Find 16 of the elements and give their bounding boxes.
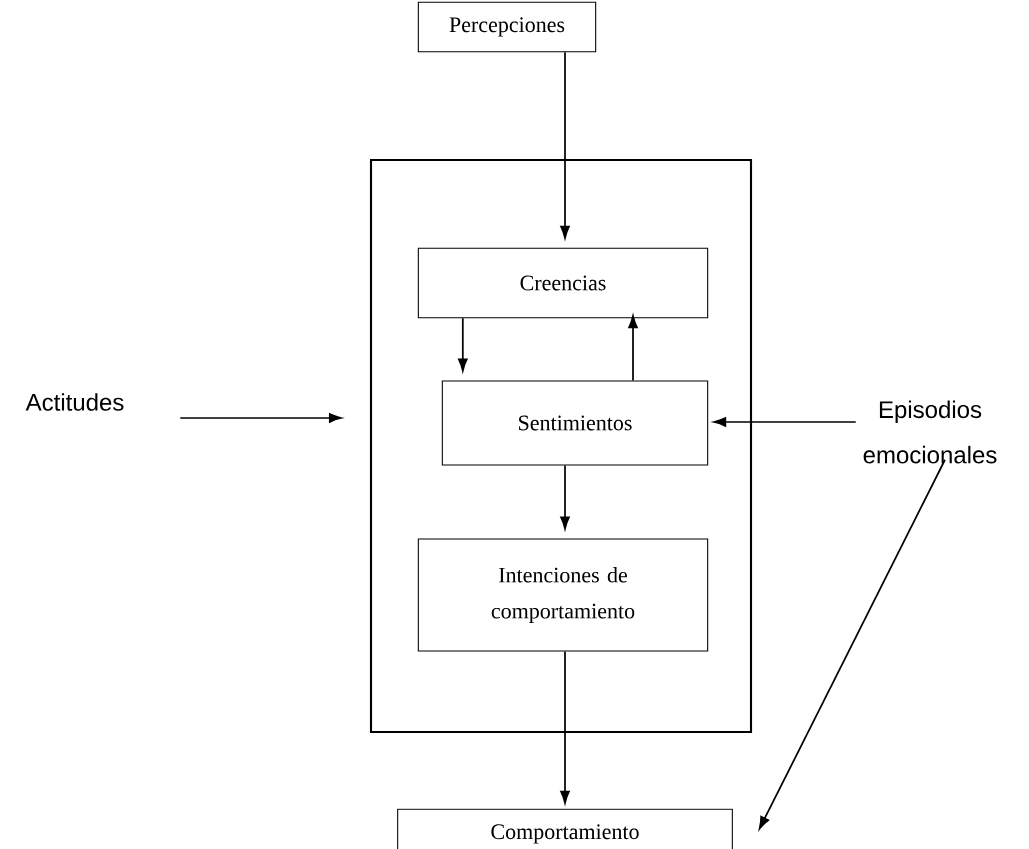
frame-box xyxy=(369,158,753,734)
process-box: Creencias xyxy=(417,247,709,319)
arrow xyxy=(458,317,468,372)
process-box: Sentimientos xyxy=(441,380,709,466)
arrow xyxy=(628,315,638,382)
arrow xyxy=(713,417,857,427)
arrow xyxy=(560,650,570,804)
arrow xyxy=(758,458,946,830)
text-label: Actitudes xyxy=(25,393,124,411)
arrow xyxy=(179,413,342,423)
arrow xyxy=(560,464,570,530)
process-box: Percepciones xyxy=(417,1,597,53)
process-box: Comportamiento xyxy=(397,808,733,849)
text-label: Episodios emocionales xyxy=(863,400,997,464)
arrow xyxy=(560,51,570,239)
process-box: Intenciones de comportamiento xyxy=(417,538,709,652)
